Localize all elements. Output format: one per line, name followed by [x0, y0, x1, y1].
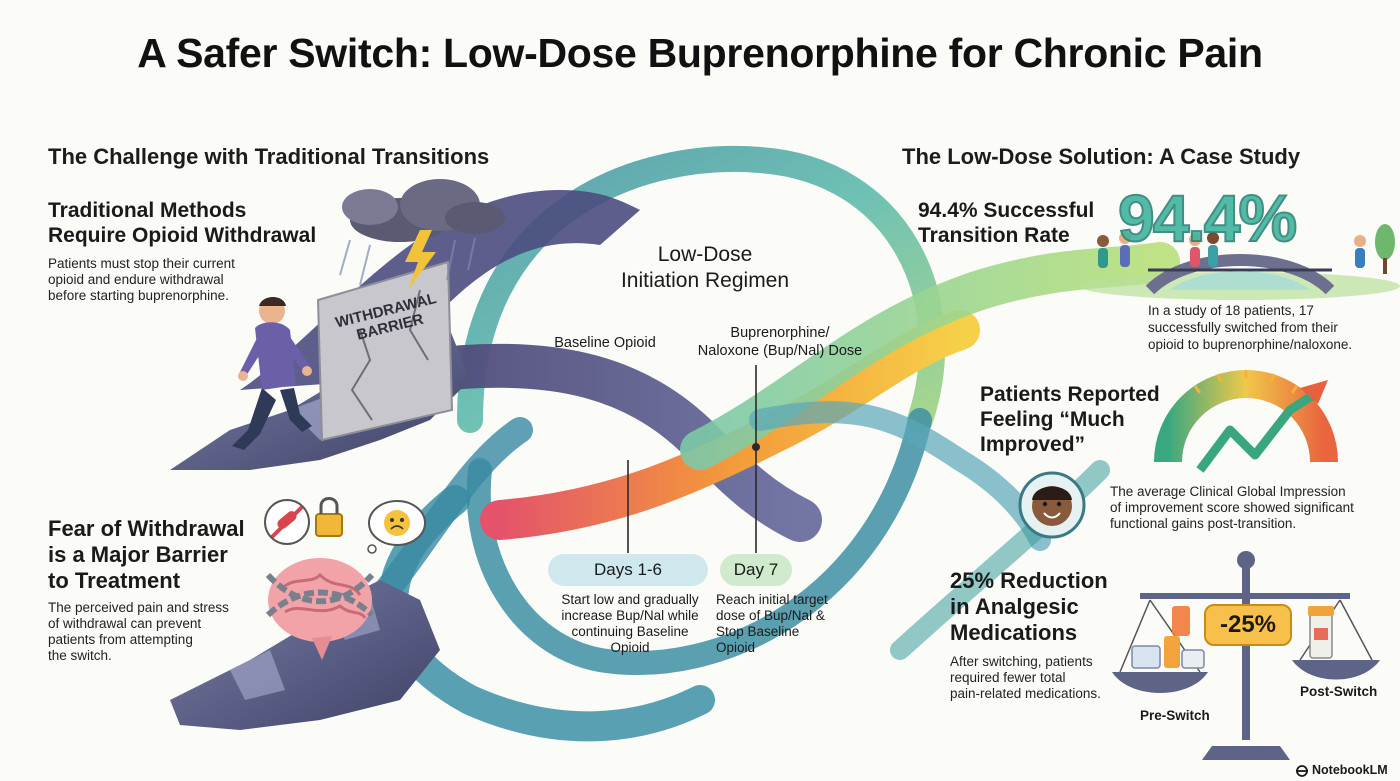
reduction-badge: -25% [1204, 604, 1292, 646]
text-line: The average Clinical Global Impression [1110, 484, 1346, 499]
title-line: 25% Reduction [950, 568, 1108, 593]
day-7-text: Reach initial target dose of Bup/Nal & S… [716, 592, 856, 656]
much-improved-title: Patients Reported Feeling “Much Improved… [980, 382, 1160, 457]
title-line: Fear of Withdrawal [48, 516, 245, 541]
title-line: Patients Reported [980, 383, 1160, 406]
text-line: before starting buprenorphine. [48, 288, 229, 303]
regimen-title: Low-Dose Initiation Regimen [590, 242, 820, 294]
text-line: After switching, patients [950, 654, 1093, 669]
left-section-heading: The Challenge with Traditional Transitio… [48, 144, 490, 169]
title-line: Feeling “Much [980, 408, 1125, 431]
text-line: required fewer total [950, 670, 1066, 685]
days-1-6-text: Start low and gradually increase Bup/Nal… [540, 592, 720, 656]
much-improved-text: The average Clinical Global Impression o… [1110, 484, 1400, 532]
analgesic-reduction-title: 25% Reduction in Analgesic Medications [950, 568, 1108, 646]
title-line: 94.4% Successful [918, 199, 1095, 222]
text-line: of improvement score showed significant [1110, 500, 1354, 515]
success-rate-big-value: 94.4% [1117, 180, 1298, 256]
fear-of-withdrawal-text: The perceived pain and stress of withdra… [48, 600, 229, 664]
traditional-methods-title: Traditional Methods Require Opioid Withd… [48, 198, 316, 248]
right-section-heading: The Low-Dose Solution: A Case Study [902, 144, 1301, 169]
title-line: Require Opioid Withdrawal [48, 224, 317, 247]
text-line: the switch. [48, 648, 112, 663]
text-line: dose of Bup/Nal & [716, 608, 825, 623]
title-line: to Treatment [48, 568, 181, 593]
text-line: pain-related medications. [950, 686, 1101, 701]
text-line: functional gains post-transition. [1110, 516, 1297, 531]
bup-nal-dose-label: Buprenorphine/ Naloxone (Bup/Nal) Dose [680, 324, 880, 360]
days-1-6-pill: Days 1-6 [548, 554, 708, 586]
text-line: of withdrawal can prevent [48, 616, 202, 631]
title-line: Initiation Regimen [620, 269, 790, 292]
text-line: patients from attempting [48, 632, 193, 647]
pre-switch-label: Pre-Switch [1140, 708, 1210, 723]
text-line: opioid to buprenorphine/naloxone. [1148, 337, 1353, 352]
title-line: Transition Rate [918, 224, 1070, 247]
text-line: Stop Baseline [716, 624, 800, 639]
withdrawal-barrier-sign: WITHDRAWAL BARRIER [328, 290, 448, 344]
title-line: Medications [950, 620, 1078, 645]
text-line: Opioid [610, 640, 650, 655]
text-line: Reach initial target [716, 592, 828, 607]
baseline-opioid-label: Baseline Opioid [554, 335, 656, 351]
success-rate-title: 94.4% Successful Transition Rate [918, 198, 1094, 248]
text-line: Start low and gradually [561, 592, 699, 607]
title-line: Traditional Methods [48, 199, 247, 222]
text-line: increase Bup/Nal while [561, 608, 699, 623]
label-line: Buprenorphine/ [730, 325, 830, 341]
label-line: Naloxone (Bup/Nal) Dose [697, 343, 863, 359]
day-7-pill: Day 7 [720, 554, 792, 586]
title-line: is a Major Barrier [48, 542, 228, 567]
text-line: successfully switched from their [1148, 320, 1338, 335]
brand-label: NotebookLM [1312, 763, 1388, 777]
traditional-methods-text: Patients must stop their current opioid … [48, 256, 235, 304]
title-line: Improved” [980, 433, 1086, 456]
text-line: Patients must stop their current [48, 256, 235, 271]
title-line: Low-Dose [657, 243, 753, 266]
text-line: continuing Baseline [571, 624, 689, 639]
text-line: Opioid [716, 640, 756, 655]
text-line: The perceived pain and stress [48, 600, 229, 615]
success-rate-text: In a study of 18 patients, 17 successful… [1148, 302, 1378, 353]
fear-of-withdrawal-title: Fear of Withdrawal is a Major Barrier to… [48, 516, 245, 594]
page-title: A Safer Switch: Low-Dose Buprenorphine f… [137, 30, 1263, 76]
text-line: opioid and endure withdrawal [48, 272, 224, 287]
post-switch-label: Post-Switch [1300, 684, 1378, 699]
title-line: in Analgesic [950, 594, 1079, 619]
text-line: In a study of 18 patients, 17 [1148, 303, 1314, 318]
analgesic-reduction-text: After switching, patients required fewer… [950, 654, 1101, 702]
